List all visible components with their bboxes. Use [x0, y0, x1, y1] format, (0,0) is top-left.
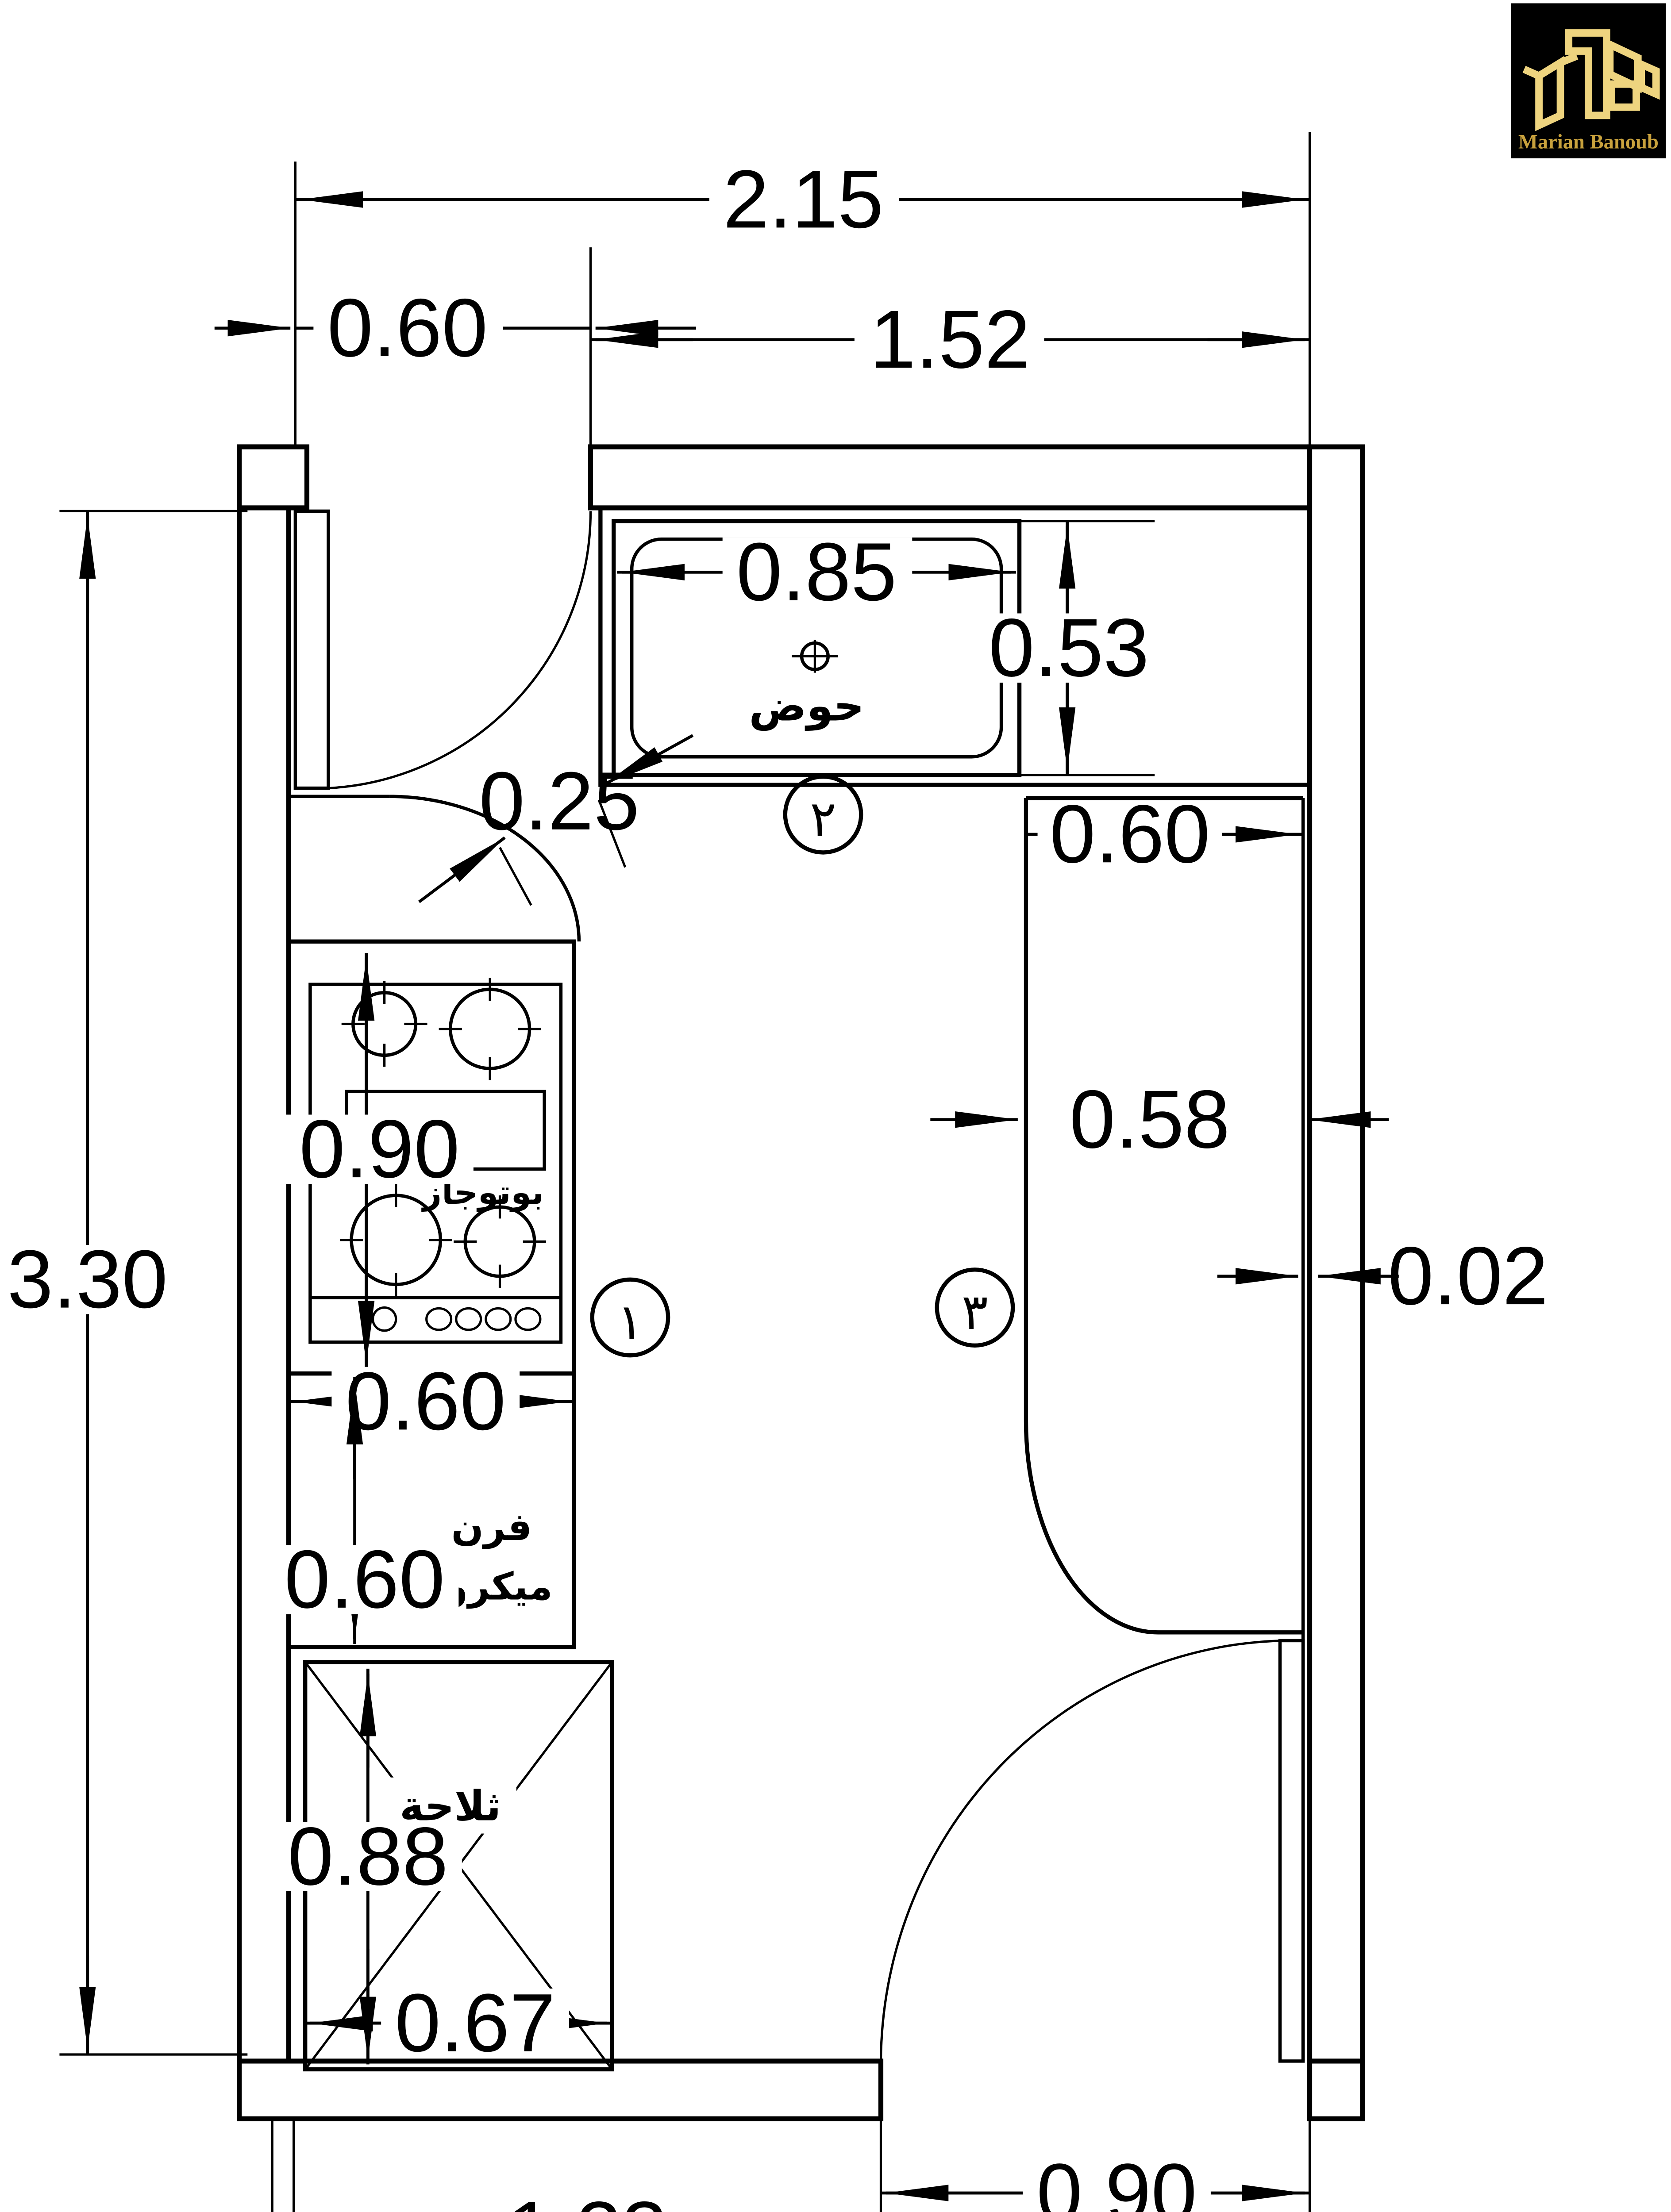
- marker-3: ٣: [935, 1267, 1015, 1348]
- door-top-swing-arc: [328, 511, 592, 790]
- dim-sink-width: 0.85: [617, 526, 1016, 618]
- door-bottom-swing-arc: [879, 1639, 1283, 2061]
- stove-knob-strip: [310, 1296, 561, 1332]
- dim-sink-depth: 0.53: [976, 521, 1162, 775]
- dim-overall-height: 3.30: [0, 511, 178, 2055]
- dim-fridge-height-value: 0.88: [288, 1810, 448, 1902]
- dim-stove-counter-height: 0.90: [285, 953, 474, 1369]
- marker-2: ٢: [783, 774, 863, 855]
- marker-2-value: ٢: [810, 791, 836, 848]
- right-wall: [1307, 444, 1365, 2121]
- dim-sink-width-value: 0.85: [736, 526, 897, 618]
- dim-top-door-width-value: 0.60: [327, 282, 488, 374]
- counter-corner-arc: [389, 795, 581, 942]
- door-bottom-leaf: [1278, 1639, 1305, 2063]
- dim-bottom-left: 1.23: [493, 2185, 681, 2212]
- fridge: ثلاجة: [303, 1660, 614, 2072]
- dim-top-right-width: 1.52: [590, 293, 1310, 385]
- dim-wall-gap: 0.02: [1217, 1230, 1548, 1322]
- dim-stove-counter-height-value: 0.90: [299, 1103, 460, 1195]
- dim-fridge-width: 0.67: [305, 1977, 612, 2069]
- dim-sink-depth-value: 0.53: [989, 602, 1149, 694]
- top-wall-left-stub: [237, 444, 310, 511]
- oven-label-line1: فرن: [451, 1505, 532, 1549]
- dim-microwave-height: 0.60: [270, 1377, 459, 1644]
- top-wall: [588, 444, 1313, 511]
- dim-right-counter-inner-value: 0.58: [1070, 1073, 1230, 1165]
- dim-overall-width-value: 2.15: [723, 153, 884, 245]
- dim-bottom-left-value: 1.23: [507, 2185, 668, 2212]
- dim-counter-corner-value: 0.25: [479, 755, 639, 847]
- dim-fridge-width-value: 0.67: [395, 1977, 555, 2069]
- dim-top-right-width-value: 1.52: [870, 293, 1031, 385]
- right-counter: [1024, 796, 1305, 2061]
- counter-corner-curve: [289, 795, 581, 942]
- bottom-wall-right-stub: [1307, 2058, 1365, 2121]
- dim-right-counter-width-value: 0.60: [1050, 788, 1210, 880]
- sink-counter-outline: [598, 506, 1312, 787]
- sink-counter: حوض: [598, 506, 1312, 787]
- door-top: [293, 509, 592, 790]
- marker-3-value: ٣: [962, 1283, 988, 1341]
- dim-top-door-width: 0.60: [214, 282, 697, 374]
- marker-1-value: ١: [617, 1293, 643, 1351]
- door-bottom: [879, 1639, 1305, 2063]
- dim-overall-width: 2.15: [295, 153, 1310, 245]
- dim-fridge-height: 0.88: [273, 1668, 462, 2065]
- right-counter-outline: [1024, 796, 1303, 1635]
- sink-drain-icon: [792, 640, 838, 673]
- stove-burners: [340, 978, 546, 1296]
- logo-brand-text: Marian Banoub: [1518, 130, 1659, 153]
- dim-bottom-door-width-value: 0.90: [1036, 2147, 1197, 2212]
- door-top-leaf: [293, 509, 330, 790]
- dim-stove-counter-width-value: 0.60: [345, 1355, 506, 1447]
- logo-building-icon: [1522, 29, 1660, 131]
- dim-stove-counter-width: 0.60: [289, 1355, 574, 1447]
- logo: Marian Banoub: [1511, 3, 1666, 158]
- dim-microwave-height-value: 0.60: [285, 1533, 445, 1625]
- marker-1: ١: [590, 1277, 670, 1358]
- dim-wall-gap-value: 0.02: [1388, 1230, 1548, 1322]
- sink-label: حوض: [749, 681, 864, 731]
- dim-overall-height-value: 3.30: [7, 1233, 168, 1325]
- extension-lines: [59, 132, 1311, 2212]
- dim-counter-corner: 0.25: [418, 734, 694, 906]
- dim-right-counter-width: 0.60: [1026, 788, 1303, 880]
- dim-bottom-door-width: 0.90: [881, 2147, 1310, 2212]
- dim-right-counter-inner: 0.58: [930, 1073, 1389, 1165]
